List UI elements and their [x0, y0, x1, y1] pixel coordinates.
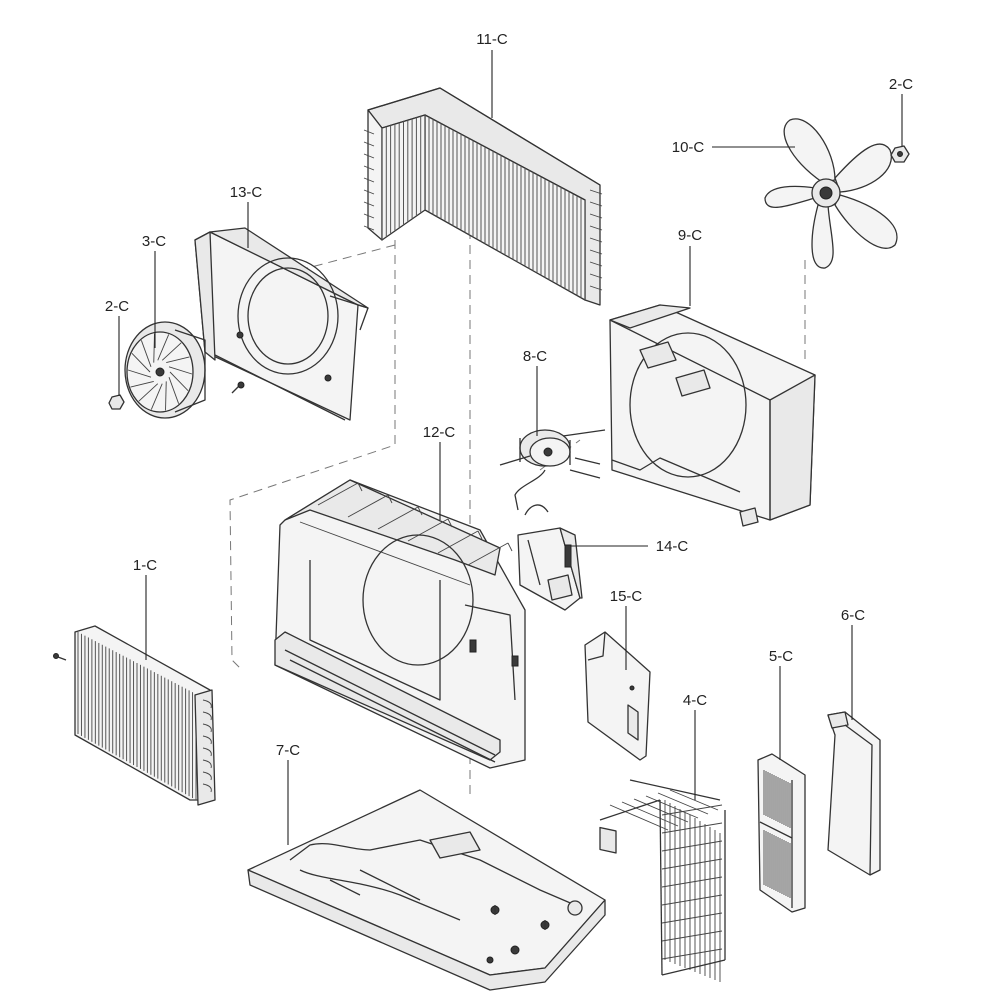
- part-13-c-shroud[interactable]: [194, 227, 369, 421]
- part-6-c-side-panel[interactable]: [827, 711, 881, 876]
- label-11-c: 11-C: [476, 31, 508, 48]
- label-9-c: 9-C: [678, 227, 702, 244]
- label-15-c: 15-C: [610, 588, 643, 605]
- label-5-c: 5-C: [769, 648, 793, 665]
- label-2-c-left: 2-C: [105, 298, 129, 315]
- label-14-c: 14-C: [656, 538, 689, 555]
- part-1-c-evaporator-coil[interactable]: [53, 625, 216, 806]
- part-8-c-fan-motor[interactable]: [499, 429, 606, 511]
- label-1-c: 1-C: [133, 557, 157, 574]
- part-15-c-bracket[interactable]: [584, 631, 651, 854]
- part-9-c-fan-housing[interactable]: [609, 304, 816, 527]
- part-2-c-nut-left[interactable]: [108, 394, 125, 410]
- part-5-c-grille[interactable]: [757, 753, 806, 913]
- label-4-c: 4-C: [683, 692, 707, 709]
- label-8-c: 8-C: [523, 348, 547, 365]
- part-labels: 11-C 2-C 10-C 13-C 3-C 9-C 2-C 8-C 12-C …: [105, 31, 913, 759]
- label-6-c: 6-C: [841, 607, 865, 624]
- label-3-c: 3-C: [142, 233, 166, 250]
- part-10-c-fan-blade[interactable]: [764, 118, 898, 269]
- part-7-c-base-plate[interactable]: [247, 789, 606, 991]
- label-7-c: 7-C: [276, 742, 300, 759]
- part-12-c-base-housing[interactable]: [274, 479, 526, 769]
- label-12-c: 12-C: [423, 424, 456, 441]
- leader-lines: [118, 50, 903, 845]
- part-11-c-condenser-coil[interactable]: [363, 87, 603, 306]
- part-4-c-wire-guard[interactable]: [599, 779, 726, 982]
- label-2-c-top: 2-C: [889, 76, 913, 93]
- part-2-c-nut-top[interactable]: [890, 145, 910, 163]
- label-13-c: 13-C: [230, 184, 263, 201]
- part-14-c-control-box[interactable]: [517, 504, 583, 611]
- label-10-c: 10-C: [672, 139, 705, 156]
- part-3-c-blower-wheel[interactable]: [124, 321, 206, 419]
